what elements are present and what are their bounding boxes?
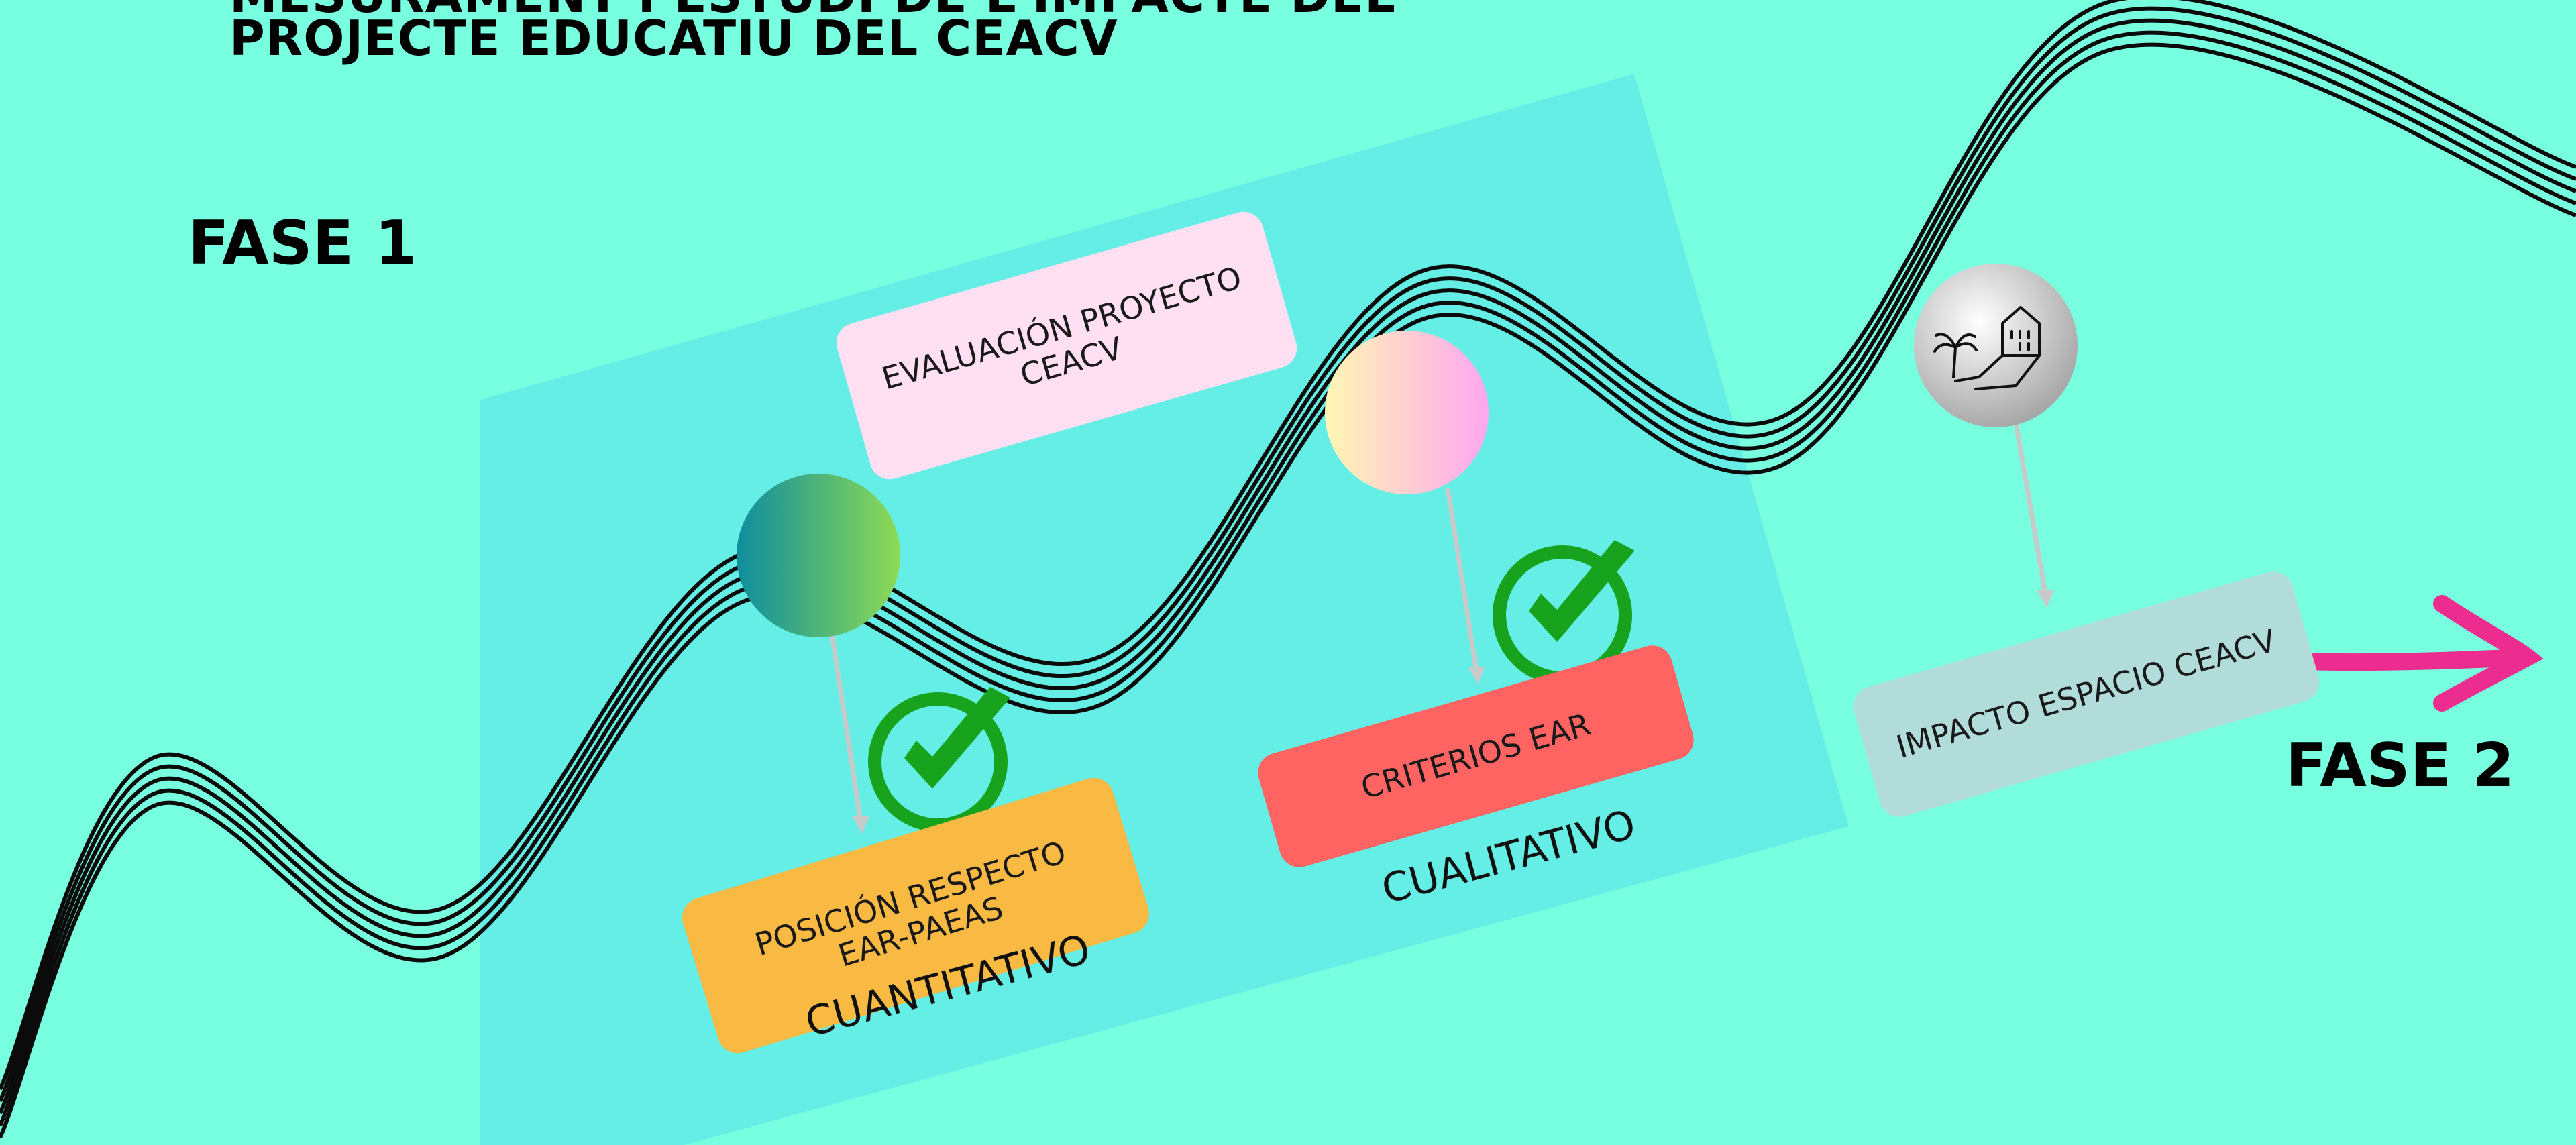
node-circle-1 bbox=[737, 474, 900, 637]
wave-line bbox=[0, 6, 2576, 1103]
wave-line bbox=[0, 42, 2576, 1139]
wave-line bbox=[0, 0, 2576, 1091]
connector-lines bbox=[829, 422, 2054, 834]
node-circle-2 bbox=[1325, 331, 1489, 494]
title-line-2: PROJECTE EDUCATIU DEL CEACV bbox=[229, 10, 1118, 66]
phase-2-label: FASE 2 bbox=[2286, 730, 2515, 801]
wave-line bbox=[0, 18, 2576, 1115]
house-palm-icon bbox=[1933, 306, 2041, 390]
criteria-card-label: CRITERIOS EAR bbox=[1356, 706, 1595, 806]
title-line-1: MESURAMENT I ESTUDI DE L'IMPACTE DEL bbox=[229, 0, 1396, 19]
wave-line bbox=[0, 30, 2576, 1127]
phase-1-label: FASE 1 bbox=[188, 208, 417, 278]
node-circle-3 bbox=[1914, 264, 2078, 427]
